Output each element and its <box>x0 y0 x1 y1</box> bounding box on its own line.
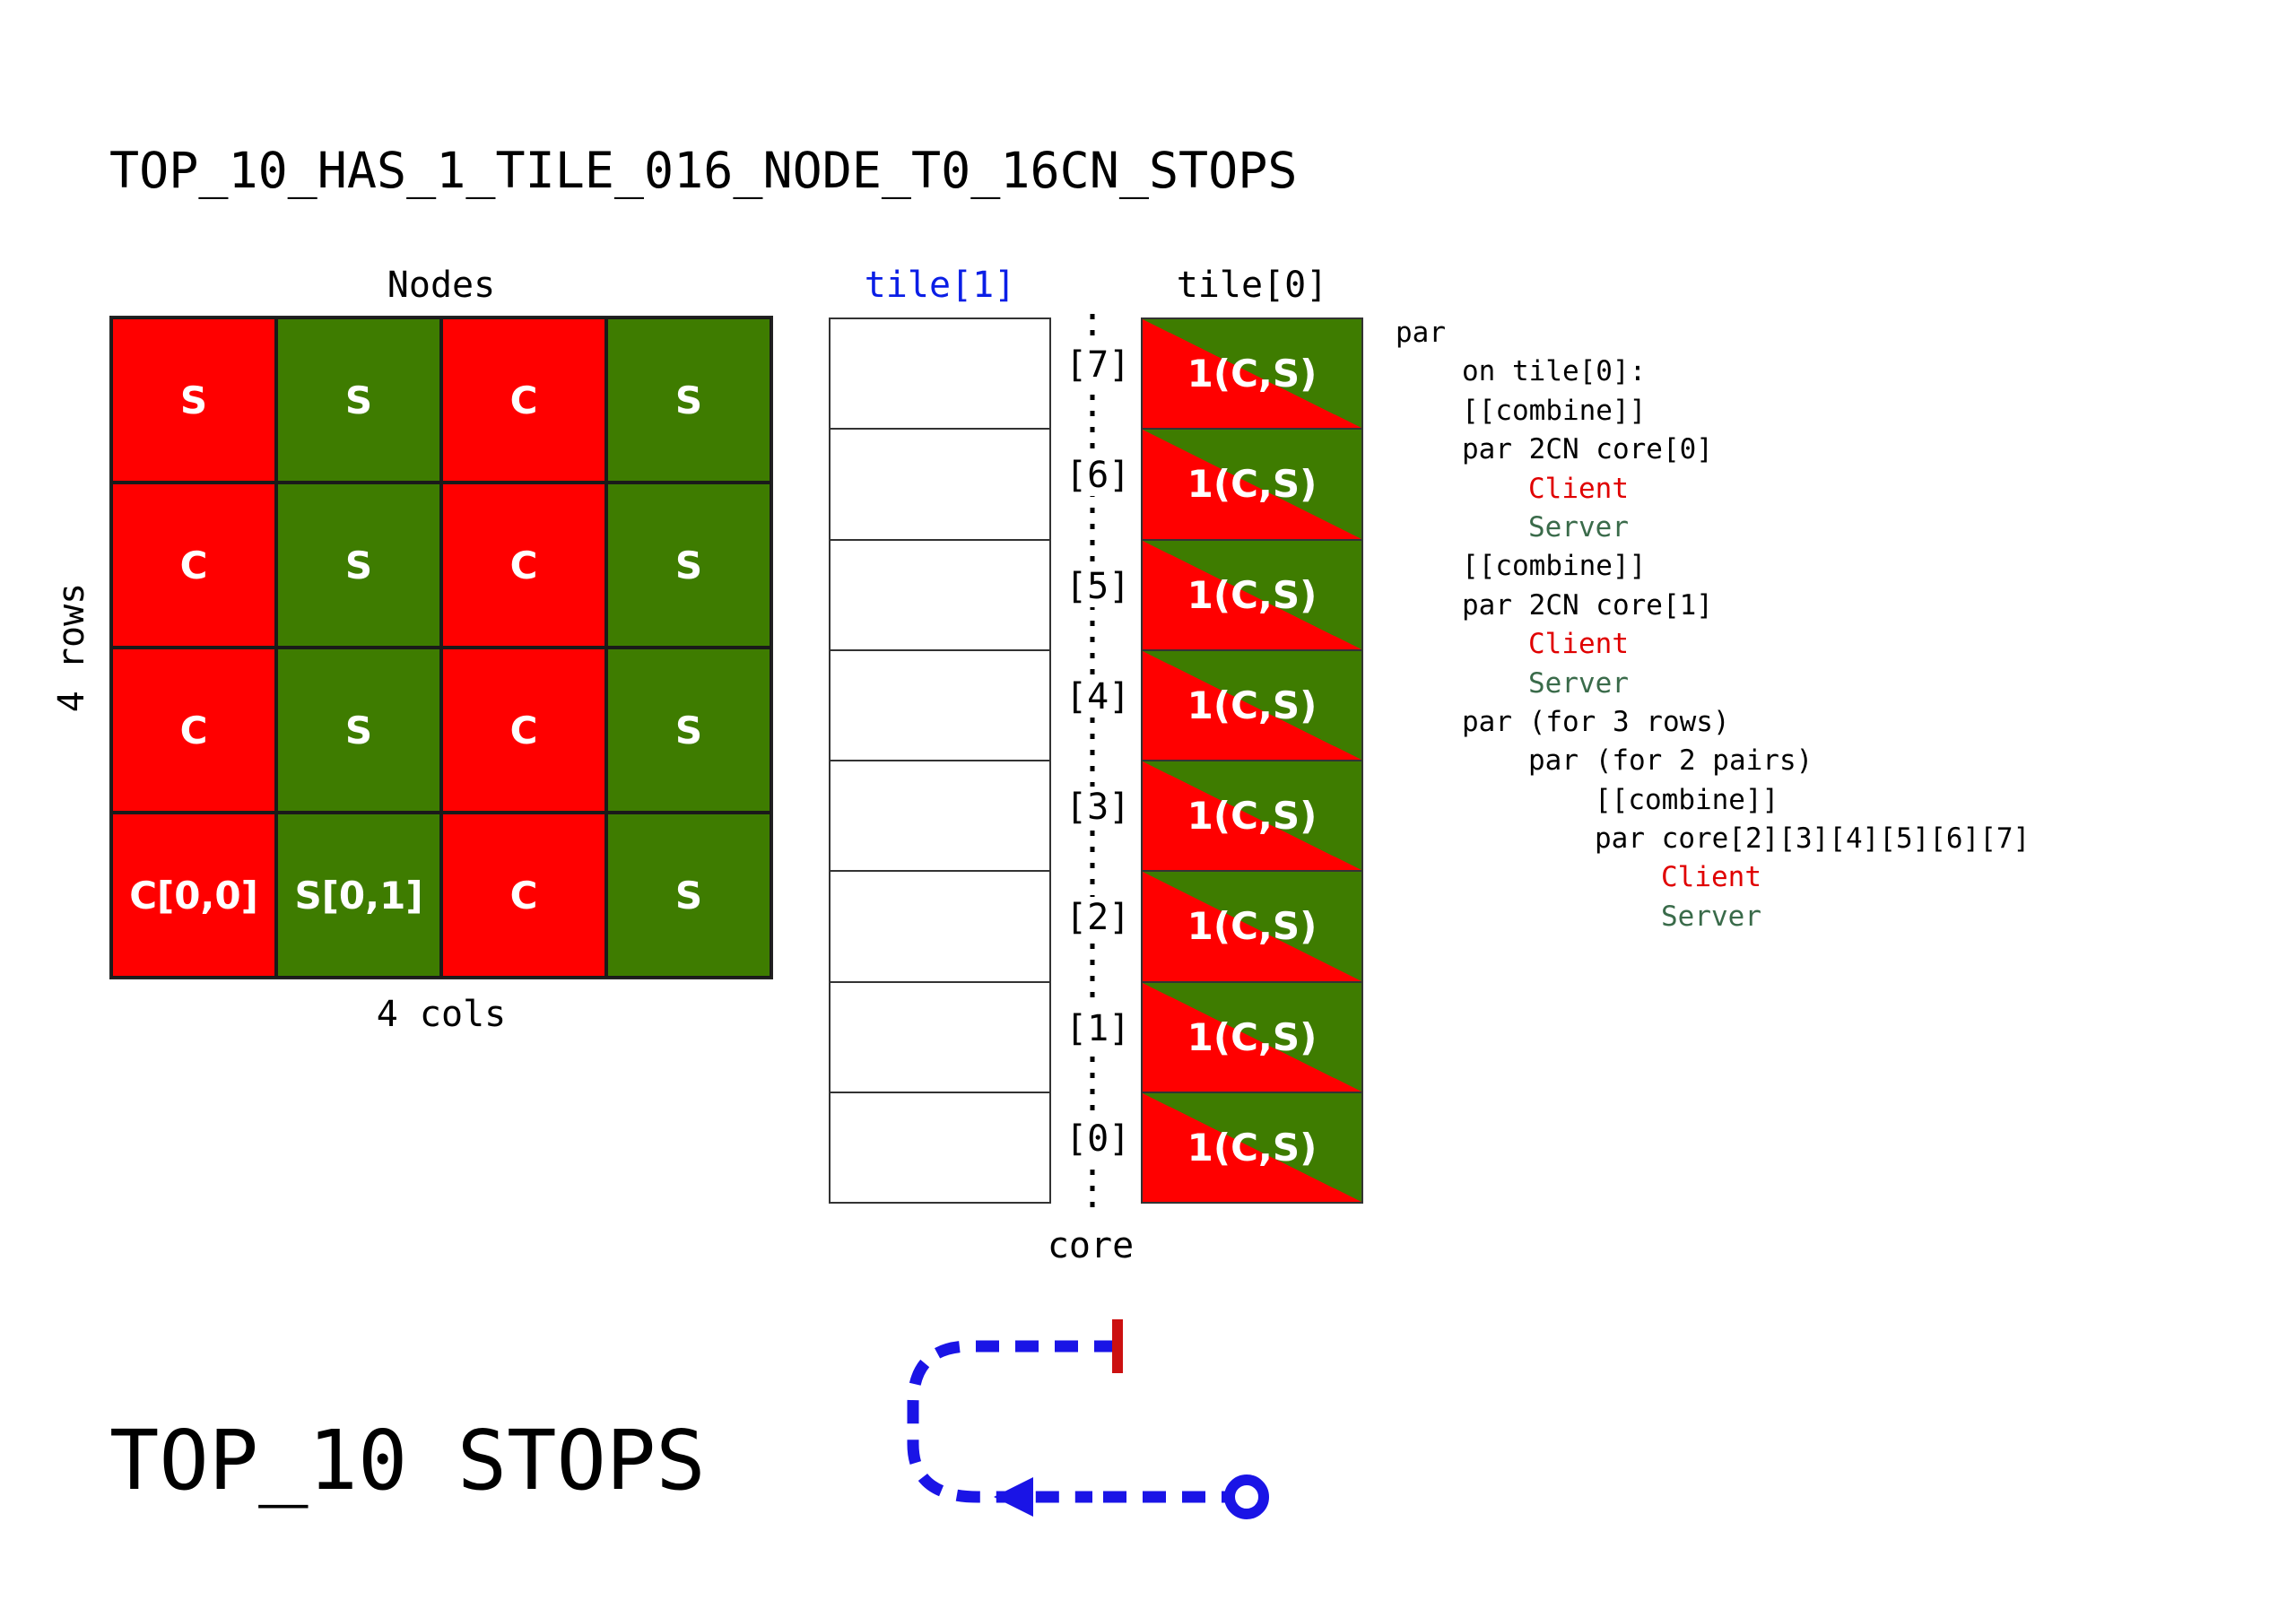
tile1-core-cell <box>829 1091 1051 1204</box>
node-cell: S <box>276 483 441 648</box>
tile0-core-cell: 1(C,S) <box>1141 980 1363 1093</box>
start-circle-icon <box>1224 1474 1269 1519</box>
code-line: Server <box>1528 510 1629 544</box>
tile1-core-cell <box>829 428 1051 541</box>
tile0-core-cell: 1(C,S) <box>1141 760 1363 873</box>
tile0-core-cell: 1(C,S) <box>1141 1091 1363 1204</box>
code-line: par 2CN core[1] <box>1462 588 1713 622</box>
code-line: Server <box>1528 666 1629 700</box>
core-index-label: [3] <box>1065 787 1131 828</box>
node-cell: S <box>606 318 771 483</box>
tile0-core-cell: 1(C,S) <box>1141 538 1363 651</box>
node-cell: S <box>606 648 771 813</box>
core-index-label: [1] <box>1065 1007 1131 1049</box>
tile0-core-cell: 1(C,S) <box>1141 428 1363 541</box>
bottom-title: TOP_10 STOPS <box>109 1413 706 1509</box>
code-line: par (for 3 rows) <box>1462 705 1730 738</box>
path-line <box>907 1340 1118 1503</box>
core-index-label: [5] <box>1065 565 1131 607</box>
code-line: Client <box>1528 472 1629 505</box>
tile0-core-cell: 1(C,S) <box>1141 870 1363 983</box>
tile1-core-cell <box>829 318 1051 431</box>
node-cell: C <box>441 648 606 813</box>
tile1-core-cell <box>829 760 1051 873</box>
tile0-core-cell: 1(C,S) <box>1141 318 1363 431</box>
node-cell: S <box>276 318 441 483</box>
code-line: Client <box>1661 861 1761 894</box>
nodes-header: Nodes <box>387 265 496 306</box>
code-line: Client <box>1528 628 1629 661</box>
path-diagram <box>907 1319 1269 1519</box>
code-line: Server <box>1661 900 1761 933</box>
node-cell: S <box>606 483 771 648</box>
node-cell: C <box>111 483 276 648</box>
code-listing: par on tile[0]: [[combine]] par 2CN core[0]… <box>1396 314 2030 936</box>
core-index-label: [2] <box>1065 897 1131 939</box>
tile1-core-cell <box>829 538 1051 651</box>
node-cell: C <box>111 648 276 813</box>
rows-label: 4 rows <box>51 582 92 713</box>
node-cell: S <box>606 813 771 978</box>
tile1-core-cell <box>829 870 1051 983</box>
tile1-label: tile[1] <box>864 265 1016 306</box>
node-cell: C <box>441 318 606 483</box>
code-line: par 2CN core[0] <box>1462 433 1713 466</box>
tile1-core-cell <box>829 648 1051 761</box>
node-cell: C <box>441 813 606 978</box>
code-line: par core[2][3][4][5][6][7] <box>1595 822 2031 856</box>
tile0-label: tile[0] <box>1176 265 1328 306</box>
tile1-core-cell <box>829 980 1051 1093</box>
node-cell: C <box>441 483 606 648</box>
cols-label: 4 cols <box>376 994 507 1035</box>
core-index-label: [0] <box>1065 1118 1131 1160</box>
code-line: [[combine]] <box>1595 783 1779 816</box>
core-index-label: [6] <box>1065 455 1131 497</box>
code-line: [[combine]] <box>1462 550 1647 583</box>
node-cell: S <box>276 648 441 813</box>
code-line: on tile[0]: <box>1462 355 1647 388</box>
page-title: TOP_10_HAS_1_TILE_016_NODE_T0_16CN_STOPS <box>109 142 1298 199</box>
node-cell: S <box>111 318 276 483</box>
core-index-label: [7] <box>1065 344 1131 386</box>
stop-bar-icon <box>1112 1319 1123 1373</box>
code-line: par <box>1396 317 1446 349</box>
node-cell: S[0,1] <box>276 813 441 978</box>
tile0-core-cell: 1(C,S) <box>1141 648 1363 761</box>
core-label: core <box>1047 1225 1135 1266</box>
node-cell: C[0,0] <box>111 813 276 978</box>
arrow-head-icon <box>994 1477 1033 1517</box>
core-index-label: [4] <box>1065 675 1131 718</box>
code-line: [[combine]] <box>1462 394 1647 427</box>
code-line: par (for 2 pairs) <box>1528 744 1813 778</box>
core-divider-line <box>1090 314 1095 1209</box>
